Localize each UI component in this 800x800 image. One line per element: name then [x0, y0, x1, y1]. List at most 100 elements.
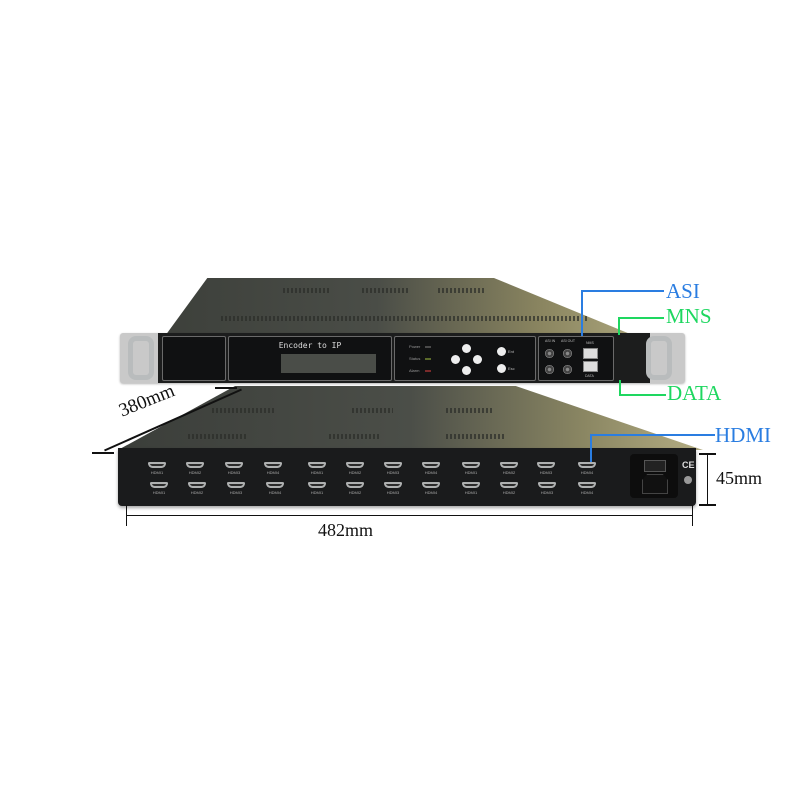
data-callout-line — [619, 380, 621, 395]
lcd-section: Encoder to IP — [228, 336, 392, 381]
hdmi-port[interactable] — [422, 462, 440, 468]
hdmi-port-label: HDMI3 — [227, 470, 241, 475]
nms-port-label: NMS — [586, 341, 594, 345]
hdmi-port-label: HDMI4 — [424, 490, 438, 495]
hdmi-port-label: HDMI4 — [266, 470, 280, 475]
led-label-status: Status — [409, 356, 421, 361]
hdmi-port-label: HDMI2 — [188, 470, 202, 475]
hdmi-callout-line — [590, 434, 592, 462]
mns-callout-line — [618, 317, 664, 319]
vent-slots — [445, 434, 505, 439]
hdmi-port[interactable] — [264, 462, 282, 468]
led-label-alarm: Alarm — [409, 368, 420, 373]
hdmi-port-label: HDMI3 — [229, 490, 243, 495]
hdmi-port[interactable] — [578, 462, 596, 468]
hdmi-port-label: HDMI2 — [502, 470, 516, 475]
asi-out-port-2[interactable] — [563, 365, 572, 374]
hdmi-port[interactable] — [308, 482, 326, 488]
hdmi-port-label: HDMI1 — [152, 490, 166, 495]
hdmi-port[interactable] — [462, 482, 480, 488]
right-rack-handle — [646, 336, 672, 380]
height-dimension-tick — [699, 453, 716, 455]
hdmi-callout-line — [590, 434, 715, 436]
hdmi-port[interactable] — [462, 462, 480, 468]
height-dimension-label: 45mm — [716, 468, 763, 488]
hdmi-port-label: HDMI1 — [464, 470, 478, 475]
hdmi-port[interactable] — [346, 462, 364, 468]
hdmi-port[interactable] — [537, 462, 555, 468]
hdmi-port[interactable] — [148, 462, 166, 468]
hdmi-port-label: HDMI1 — [150, 470, 164, 475]
asi-in-port-1[interactable] — [545, 349, 554, 358]
power-inlet-module — [630, 454, 678, 498]
width-dimension-line — [126, 515, 693, 516]
data-callout-line — [619, 394, 666, 396]
hdmi-port-label: HDMI3 — [386, 470, 400, 475]
asi-out-port-1[interactable] — [563, 349, 572, 358]
vent-slots — [282, 288, 330, 293]
left-button[interactable] — [451, 355, 460, 364]
hdmi-port[interactable] — [308, 462, 326, 468]
hdmi-port-label: HDMI3 — [539, 470, 553, 475]
asi-callout-line — [581, 290, 664, 292]
rear-panel: HDMI1 HDMI2 HDMI3 HDMI4 HDMI1 HDMI2 HDMI… — [118, 448, 696, 506]
hdmi-port[interactable] — [384, 462, 402, 468]
hdmi-port[interactable] — [346, 482, 364, 488]
mns-callout-label: MNS — [666, 304, 712, 328]
depth-dimension-tick — [92, 452, 114, 454]
enter-button[interactable] — [497, 347, 506, 356]
right-button[interactable] — [473, 355, 482, 364]
iec-power-socket[interactable] — [642, 474, 668, 494]
vent-slots — [362, 288, 410, 293]
hdmi-port[interactable] — [266, 482, 284, 488]
data-ethernet-port[interactable] — [583, 361, 598, 372]
down-button[interactable] — [462, 366, 471, 375]
nms-ethernet-port[interactable] — [583, 348, 598, 359]
hdmi-port[interactable] — [225, 462, 243, 468]
enter-button-label: Ent — [508, 349, 515, 354]
hdmi-port-label: HDMI4 — [424, 470, 438, 475]
escape-button[interactable] — [497, 364, 506, 373]
hdmi-port-label: HDMI2 — [348, 490, 362, 495]
hdmi-port[interactable] — [500, 482, 518, 488]
hdmi-port-label: HDMI2 — [502, 490, 516, 495]
vent-slots — [221, 316, 588, 321]
hdmi-port[interactable] — [186, 462, 204, 468]
front-unit-top-cover — [165, 278, 635, 336]
hdmi-port[interactable] — [500, 462, 518, 468]
front-blank-section — [162, 336, 226, 381]
io-section: ASI IN ASI OUT NMS DATA — [538, 336, 614, 381]
data-port-label: DATA — [585, 374, 594, 378]
asi-out-label: ASI OUT — [561, 339, 576, 343]
hdmi-port-label: HDMI2 — [190, 490, 204, 495]
height-dimension-line — [707, 453, 708, 505]
device-title: Encoder to IP — [278, 341, 342, 350]
hdmi-port[interactable] — [384, 482, 402, 488]
hdmi-callout-label: HDMI — [715, 423, 771, 447]
hdmi-port[interactable] — [188, 482, 206, 488]
hdmi-port-label: HDMI4 — [268, 490, 282, 495]
asi-callout-line — [581, 290, 583, 336]
hdmi-port-label: HDMI4 — [580, 490, 594, 495]
hdmi-port-label: HDMI1 — [310, 490, 324, 495]
hdmi-port[interactable] — [227, 482, 245, 488]
rear-unit-top-cover — [118, 386, 703, 450]
width-dimension-tick — [692, 505, 693, 526]
power-switch[interactable] — [644, 460, 666, 472]
hdmi-port[interactable] — [150, 482, 168, 488]
power-led — [425, 346, 431, 348]
vent-slots — [352, 408, 393, 413]
asi-in-port-2[interactable] — [545, 365, 554, 374]
ce-mark: CE — [682, 460, 695, 470]
status-led — [425, 358, 431, 360]
ground-terminal-icon — [684, 476, 692, 484]
front-panel: Encoder to IP Power Status Alarm Ent Esc… — [158, 333, 650, 383]
hdmi-port[interactable] — [538, 482, 556, 488]
hdmi-port[interactable] — [422, 482, 440, 488]
led-label-power: Power — [409, 344, 421, 349]
up-button[interactable] — [462, 344, 471, 353]
hdmi-port-label: HDMI2 — [348, 470, 362, 475]
hdmi-port[interactable] — [578, 482, 596, 488]
width-dimension-tick — [126, 505, 127, 526]
depth-dimension-label: 380mm — [116, 380, 178, 422]
